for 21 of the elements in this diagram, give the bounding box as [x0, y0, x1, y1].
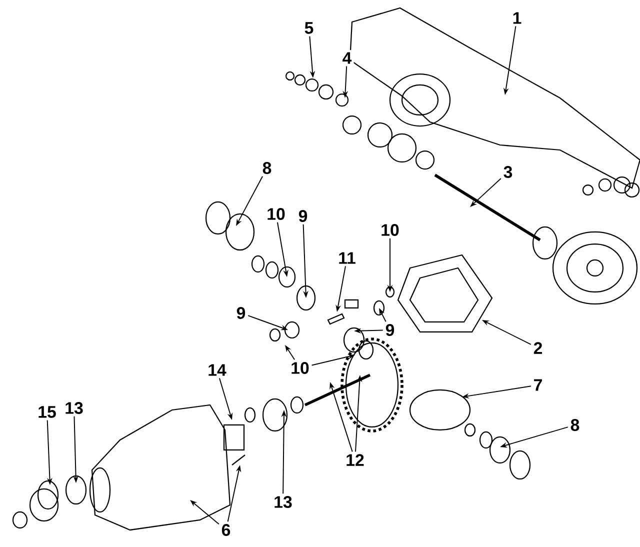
callout-number: 2	[531, 340, 545, 356]
callout-number: 14	[206, 362, 228, 378]
callout-number: 9	[296, 208, 310, 224]
callout-number: 4	[340, 50, 354, 66]
callout-number: 6	[219, 522, 233, 538]
callout-number: 5	[302, 20, 316, 36]
callout-number: 7	[531, 377, 545, 393]
callout-number: 8	[568, 416, 582, 434]
callout-number: 10	[378, 222, 402, 238]
callout-number: 9	[234, 304, 248, 322]
callout-number: 10	[264, 206, 288, 222]
callout-number: 12	[344, 452, 366, 468]
callout-number: 9	[383, 322, 397, 338]
callout-number: 10	[288, 360, 312, 376]
callout-number: 13	[62, 400, 86, 416]
callout-number: 13	[272, 494, 294, 510]
callout-number: 1	[510, 10, 524, 26]
callout-number: 3	[501, 164, 515, 180]
callout-number: 11	[336, 250, 358, 266]
callout-number: 15	[36, 404, 58, 420]
callout-number: 8	[260, 160, 274, 176]
